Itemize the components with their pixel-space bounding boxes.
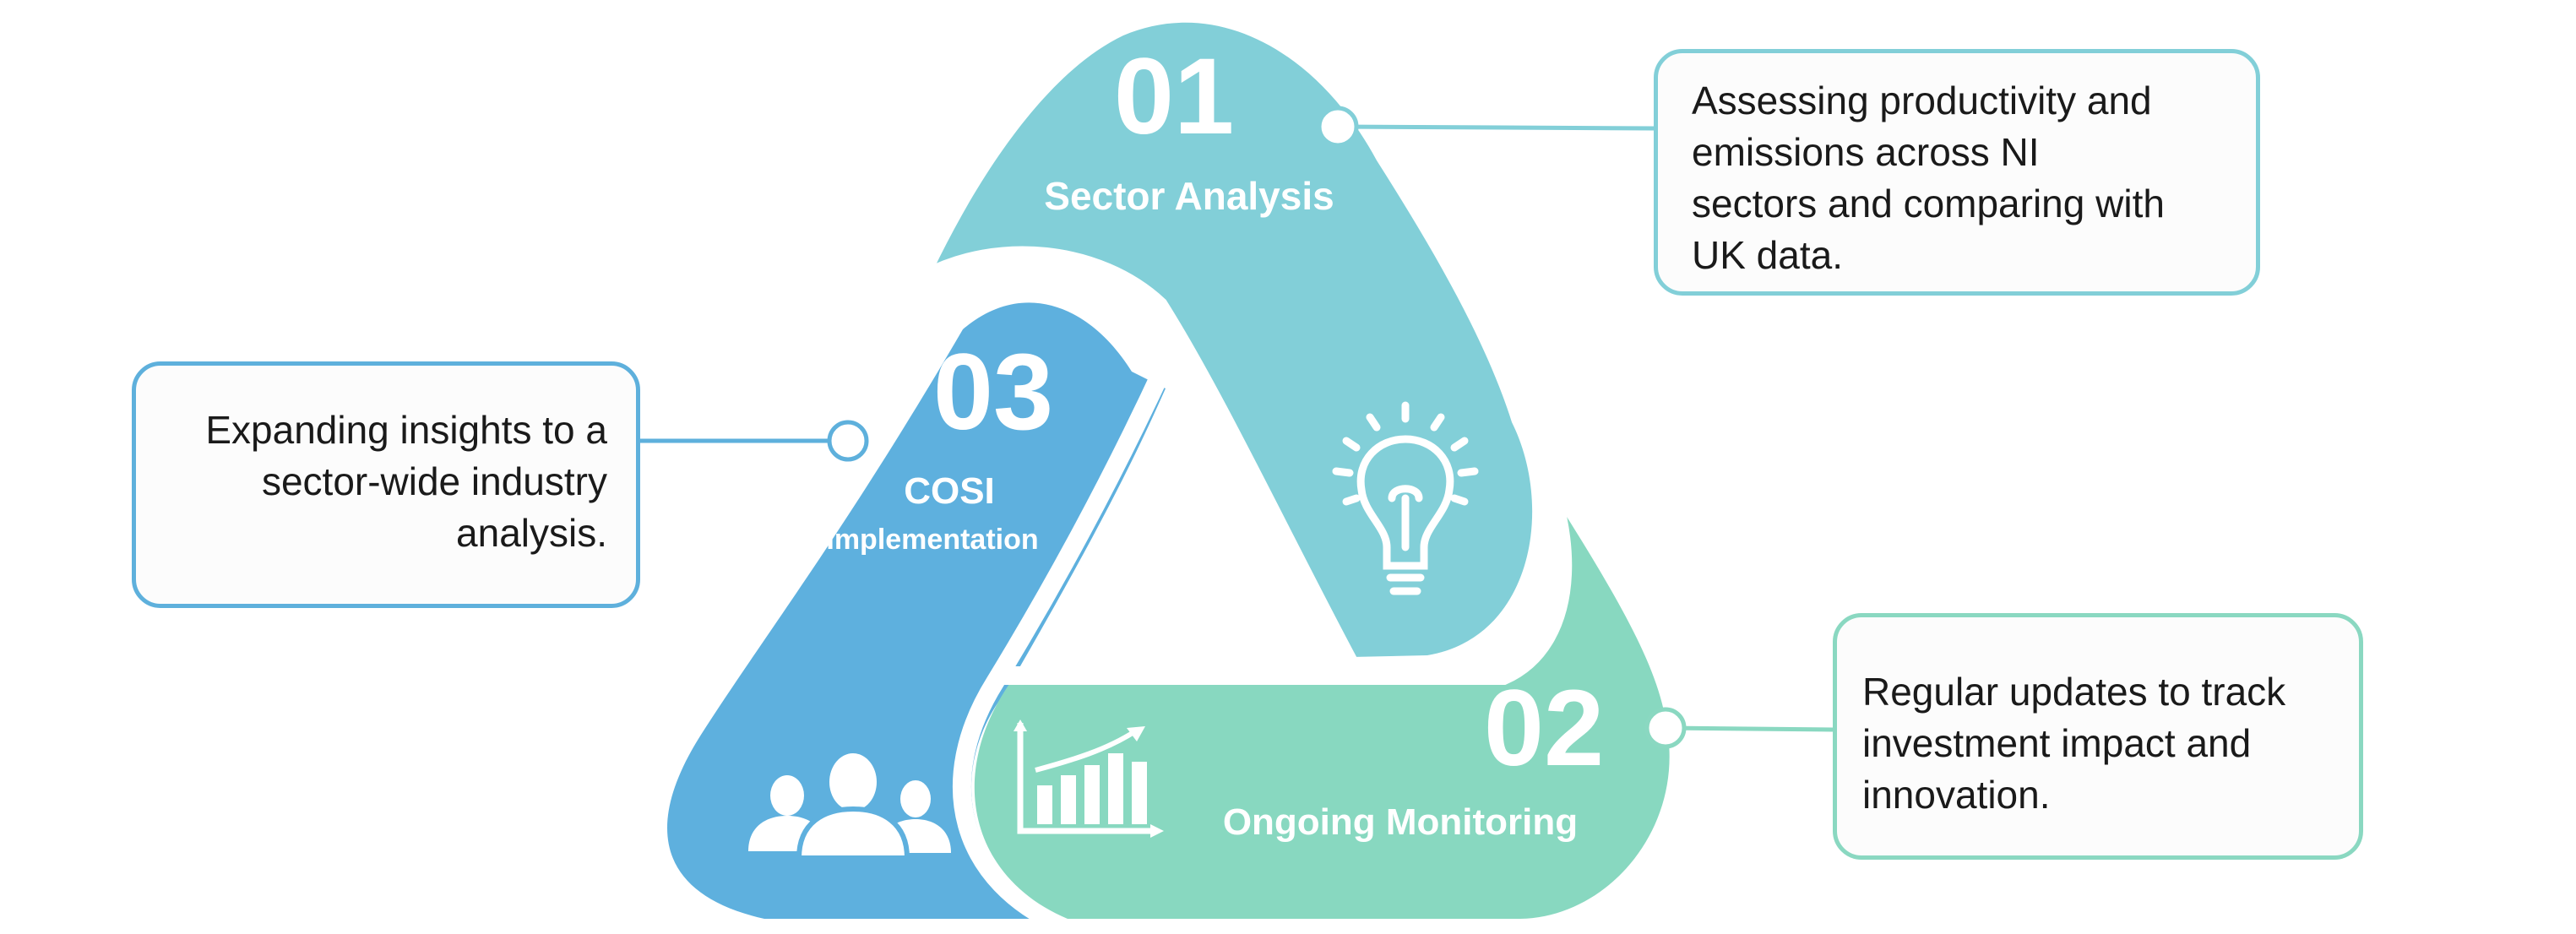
step-02-description-line: innovation. [1862, 773, 2051, 817]
step-03-description-box: Expanding insights to a sector-wide indu… [132, 361, 640, 608]
people-group-icon [748, 753, 951, 861]
step-01-title: Sector Analysis [1044, 174, 1334, 218]
segment-02-gap [997, 417, 1573, 685]
segment-03-shape [667, 302, 1166, 919]
step-01-description-line: sectors and comparing with [1692, 182, 2165, 225]
step-02-number: 02 [1484, 668, 1604, 789]
segment-03-gap [952, 359, 1174, 934]
growth-chart-icon [1014, 720, 1164, 838]
step-02-description-box: Regular updates to track investment impa… [1833, 613, 2363, 860]
step-03-description-line: analysis. [456, 511, 607, 555]
step-01-description-line: emissions across NI [1692, 130, 2040, 174]
step-01-description-box: Assessing productivity and emissions acr… [1654, 49, 2260, 296]
step-03-description-line: Expanding insights to a [205, 408, 607, 452]
connector-dot-01 [1317, 106, 1359, 148]
segment-02-shape [974, 494, 1670, 919]
step-01-description-line: UK data. [1692, 233, 1843, 277]
step-02-description-line: Regular updates to track [1862, 670, 2286, 714]
connector-line-01 [1337, 124, 1655, 131]
segment-01-gap [921, 246, 1358, 669]
connector-dot-02 [1644, 707, 1687, 749]
segment-01-shape [932, 22, 1533, 657]
step-01-description-line: Assessing productivity and [1692, 79, 2152, 122]
step-03-description-line: sector-wide industry [261, 459, 607, 503]
connector-dot-03 [827, 420, 869, 462]
step-03-title: COSI [904, 470, 995, 512]
step-02-title: Ongoing Monitoring [1223, 801, 1578, 843]
connector-line-02 [1665, 725, 1834, 732]
step-03-subtitle: Implementation [826, 524, 1038, 556]
step-02-description-line: investment impact and [1862, 721, 2252, 765]
lightbulb-icon [1332, 401, 1479, 595]
step-01-number: 01 [1114, 36, 1234, 157]
step-03-number: 03 [933, 332, 1053, 453]
